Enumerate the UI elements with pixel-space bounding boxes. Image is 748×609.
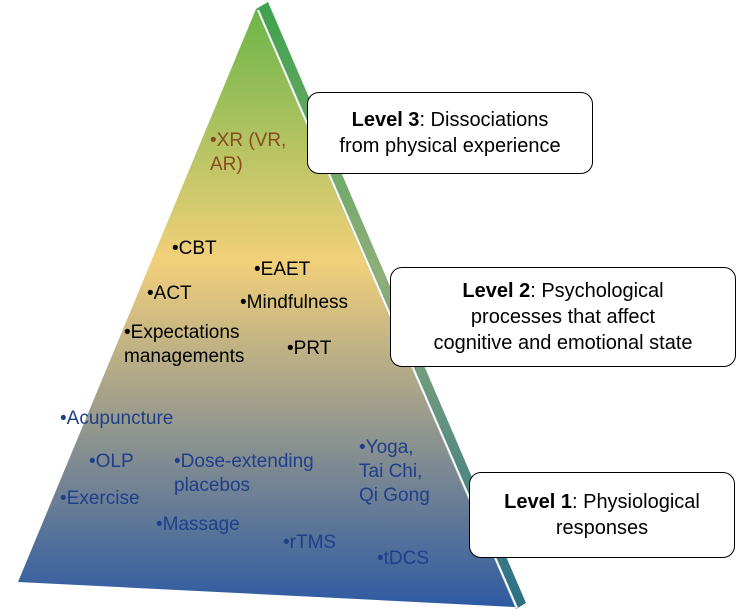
item-dose-extending-placebos: •Dose-extending placebos [174,451,314,496]
item-eaet: •EAET [254,259,311,280]
level-2-desc-3: cognitive and emotional state [433,332,693,354]
level-2-desc-2: processes that affect [470,306,656,328]
level-2-desc-1: : Psychological [530,280,664,302]
level-2-box: Level 2: Psychological processes that af… [390,267,736,367]
level-3-desc-2: from physical experience [339,135,561,157]
item-expectations-managements: •Expectations managements [124,322,245,367]
item-olp: •OLP [89,451,134,472]
item-cbt: •CBT [172,238,217,259]
level-3-box: Level 3: Dissociations from physical exp… [307,92,593,174]
level-1-title: Level 1 [504,491,572,513]
item-massage: •Massage [156,514,240,535]
level-3-title: Level 3 [351,109,420,131]
item-rtms: •rTMS [283,532,337,553]
item-yoga-tai-chi-qi-gong: •Yoga, Tai Chi, Qi Gong [359,437,430,506]
level-1-box: Level 1: Physiological responses [469,472,735,558]
item-act: •ACT [147,283,192,304]
level-2-title: Level 2 [462,280,531,302]
item-xr: •XR (VR, AR) [210,130,287,175]
level-3-desc-1: : Dissociations [419,109,549,131]
level-1-desc-1: : Physiological [571,491,700,513]
level-1-desc-2: responses [555,517,649,539]
pyramid-front-face [18,9,515,607]
item-mindfulness: •Mindfulness [240,292,349,313]
item-tdcs: •tDCS [377,548,430,569]
item-acupuncture: •Acupuncture [60,408,174,429]
item-prt: •PRT [287,338,332,359]
item-exercise: •Exercise [60,488,140,509]
